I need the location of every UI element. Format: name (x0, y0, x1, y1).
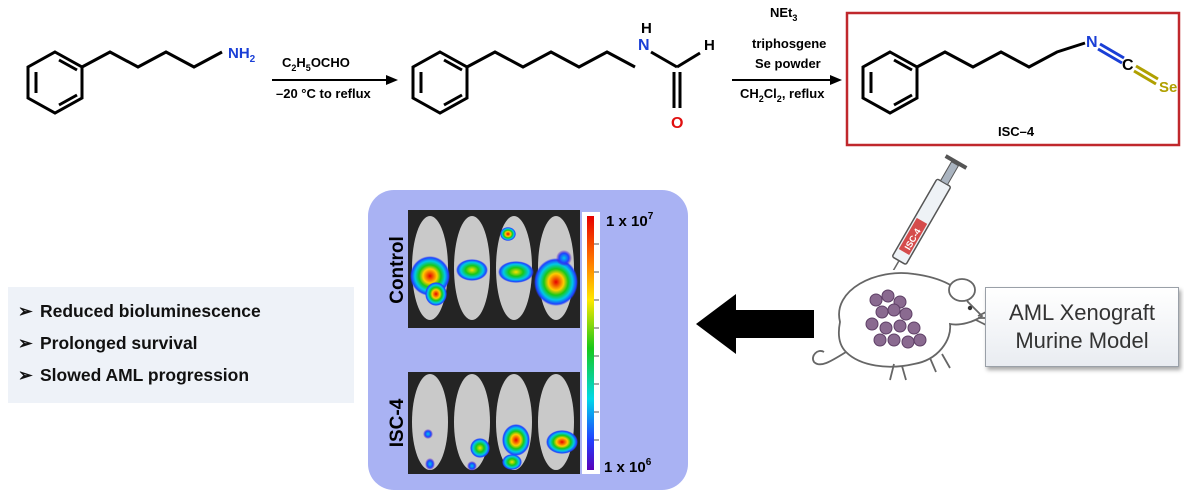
bullet-arrow-icon: ➢ (18, 301, 33, 321)
intermediate-nh-h: H (641, 20, 652, 37)
step2-reagent-triphosgene: triphosgene (752, 36, 826, 51)
model-label-line2: Murine Model (1015, 328, 1149, 353)
bioluminescence-panel: Control ISC-4 1 x 107 1 x 106 (368, 190, 688, 490)
control-image (408, 210, 580, 328)
color-scale-ticks (594, 243, 599, 441)
intermediate-nitrogen: N (638, 37, 650, 54)
step1-reagent: C2H5OCHO (282, 55, 350, 73)
product-nitrogen: N (1086, 34, 1098, 51)
intermediate-molecule (411, 50, 701, 115)
reactant-molecule (26, 50, 223, 115)
reactant-amine-label: NH2 (228, 45, 256, 65)
outcome-item: ➢Prolonged survival (18, 333, 198, 353)
syringe-icon: ISC-4 (884, 154, 968, 270)
product-selenium: Se (1159, 79, 1177, 96)
step2-reagent-se: Se powder (755, 56, 821, 71)
model-label-line1: AML Xenograft (1009, 300, 1155, 325)
step1-conditions: –20 °C to reflux (276, 86, 372, 101)
outcome-item: ➢Slowed AML progression (18, 365, 250, 385)
treated-label: ISC-4 (387, 398, 408, 447)
bullet-arrow-icon: ➢ (18, 333, 33, 353)
bullet-arrow-icon: ➢ (18, 365, 33, 385)
control-label: Control (387, 236, 408, 304)
outcome-item: ➢Reduced bioluminescence (18, 301, 261, 321)
outcomes-list: ➢Reduced bioluminescence ➢Prolonged surv… (8, 287, 354, 403)
mouse-illustration (812, 272, 990, 381)
step2-base: NEt3 (770, 5, 797, 23)
color-scale-bar (587, 216, 594, 470)
product-carbon: C (1122, 57, 1134, 74)
left-arrow-icon (696, 294, 814, 354)
intermediate-formyl-h: H (704, 37, 715, 54)
product-molecule (861, 41, 1159, 115)
product-name: ISC–4 (998, 124, 1035, 139)
tumor-cluster (865, 289, 927, 349)
intermediate-oxygen: O (671, 115, 683, 132)
reaction-scheme: NH2 C2H5OCHO –20 °C to reflux H N H O NE… (26, 5, 1181, 147)
scale-min-label: 1 x 106 (604, 457, 652, 476)
reaction-arrow-2-head (830, 75, 842, 85)
product-highlight-box (845, 11, 1181, 147)
model-label-box: AML Xenograft Murine Model (985, 287, 1179, 367)
scale-max-label: 1 x 107 (606, 211, 654, 230)
treated-image (408, 372, 580, 474)
reaction-arrow-1-head (386, 75, 398, 85)
step2-solvent: CH2Cl2, reflux (740, 86, 825, 104)
